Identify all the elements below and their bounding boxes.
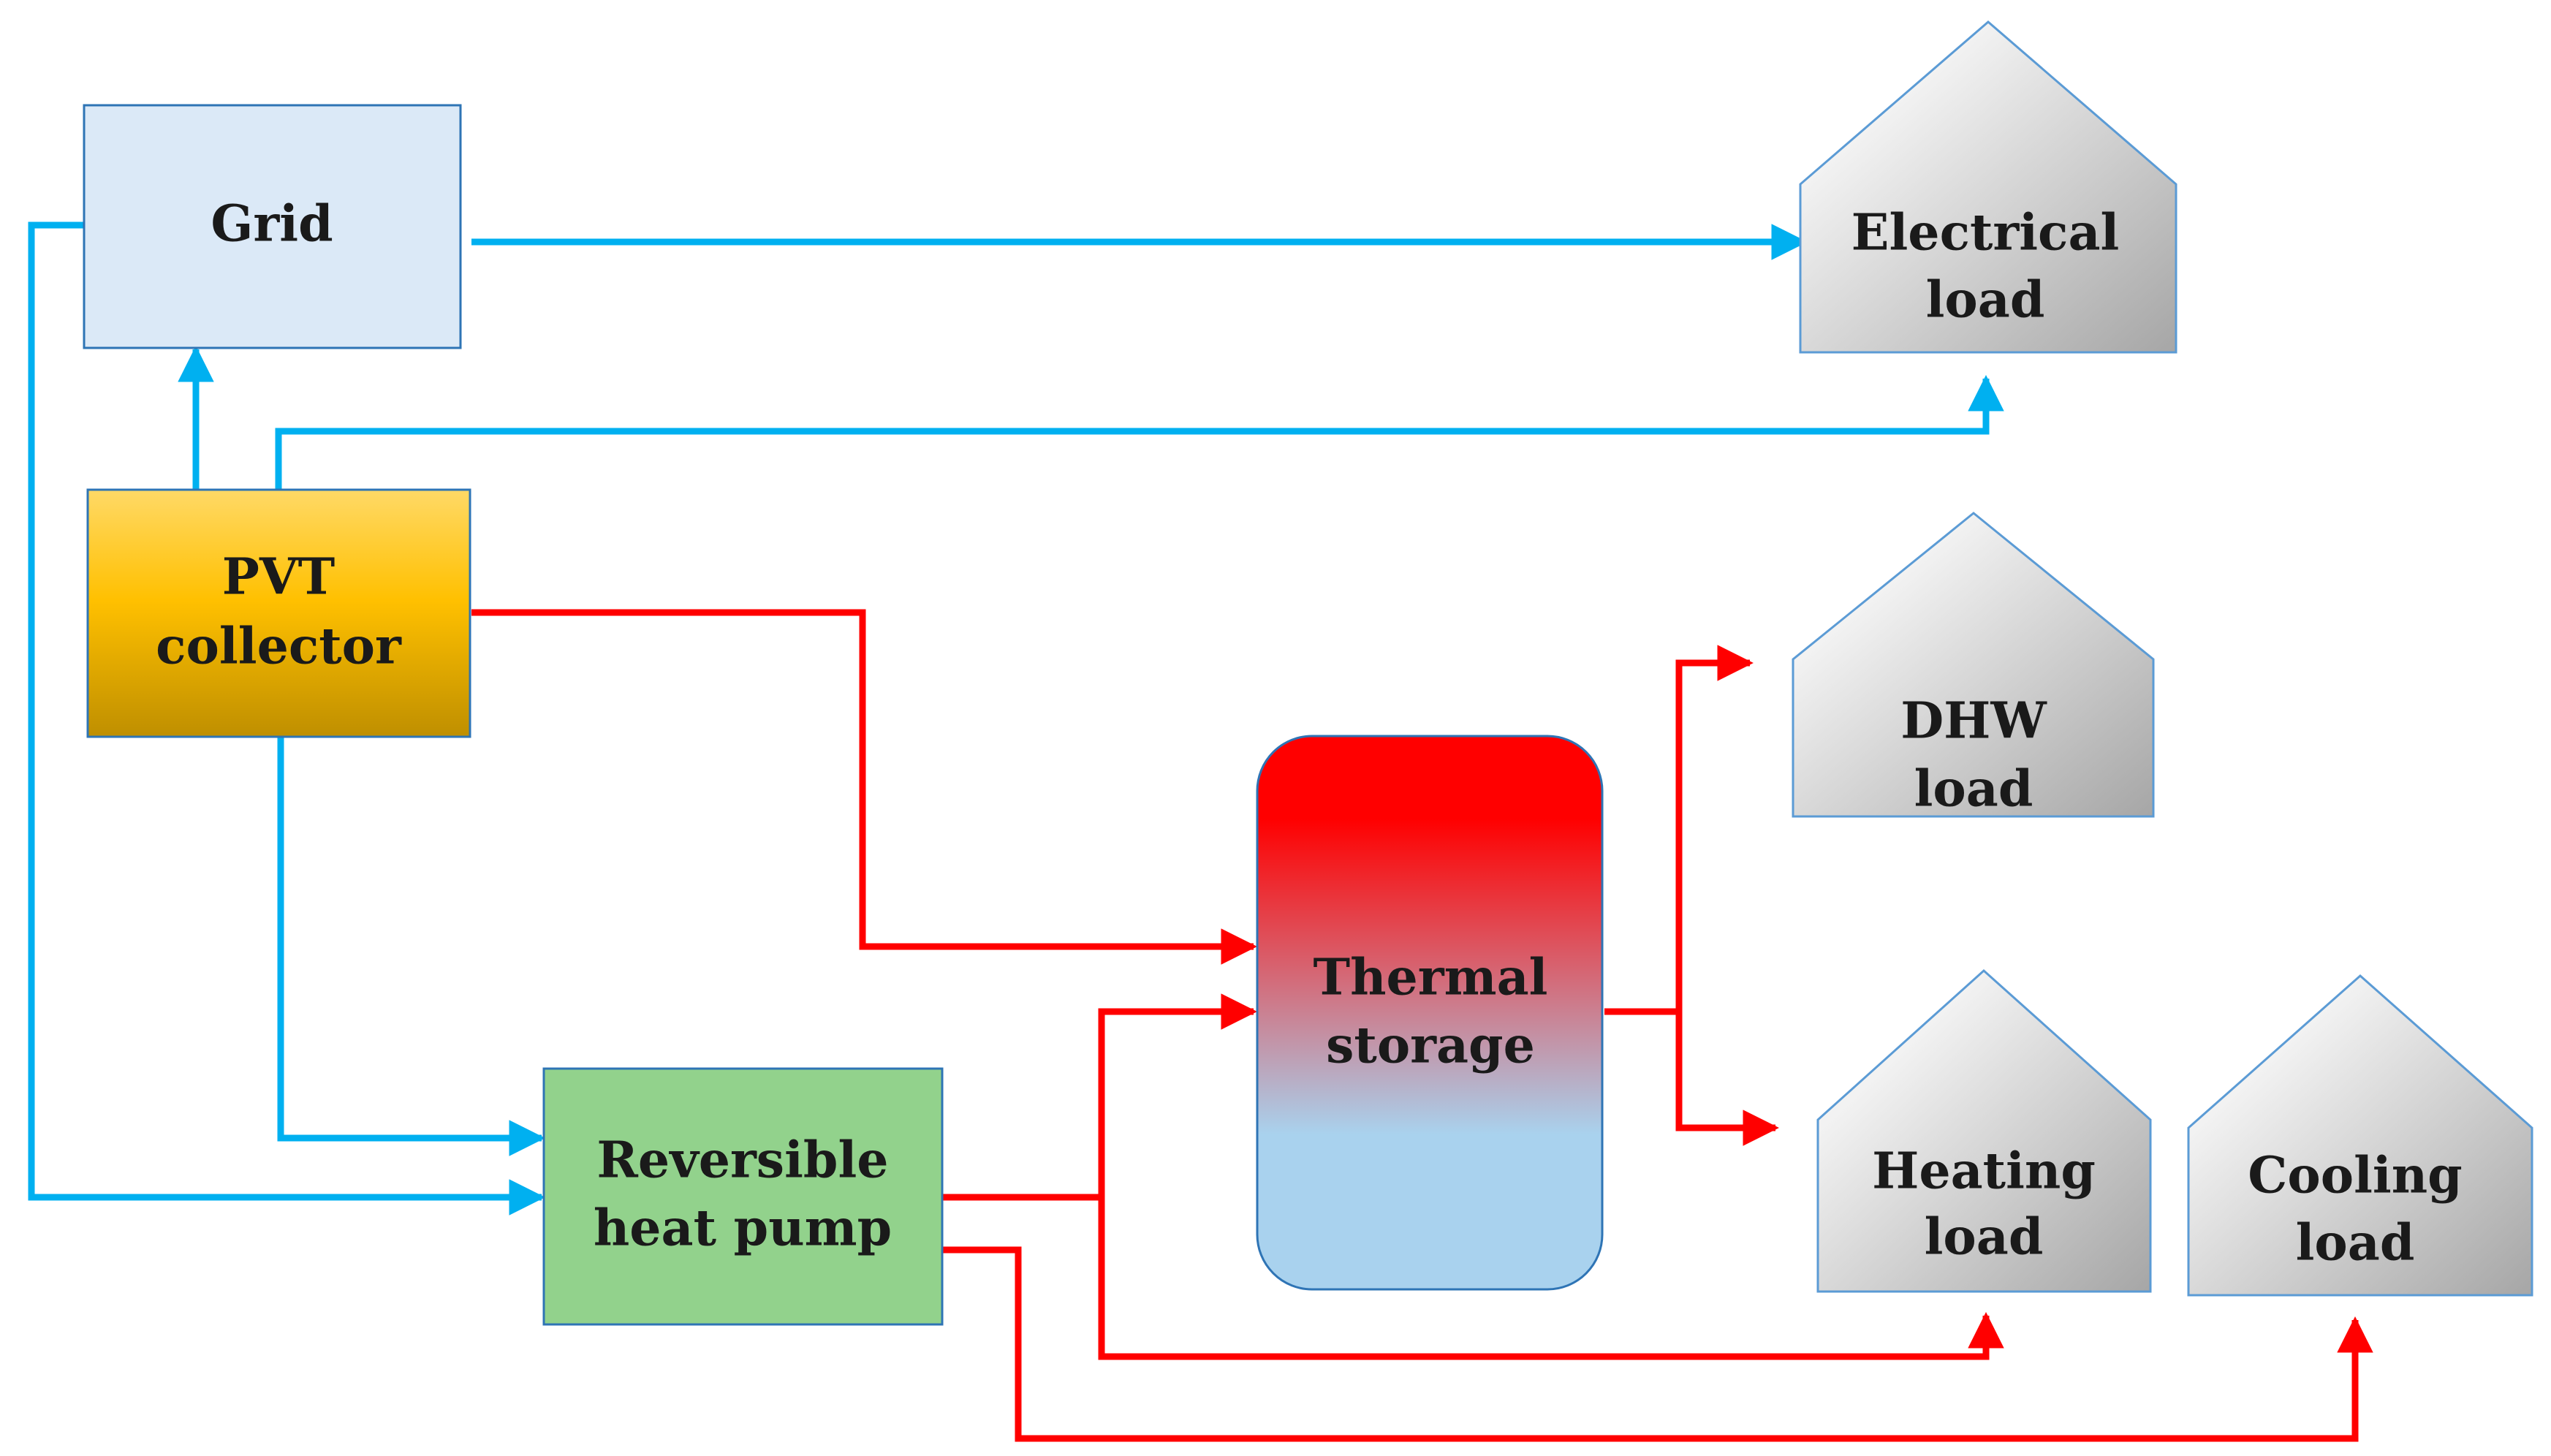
flow-heat-pump-to-storage bbox=[943, 993, 1257, 1201]
pvt-collector-box bbox=[86, 488, 471, 738]
grid-label: Grid bbox=[211, 195, 333, 254]
electric-flows bbox=[28, 221, 2004, 1216]
flow-pvt-to-storage bbox=[471, 609, 1257, 965]
thermal-storage-node: Thermal storage bbox=[1256, 735, 1604, 1291]
cooling-load-house bbox=[2187, 974, 2533, 1297]
electrical-load-label-line2: load bbox=[1926, 271, 2045, 330]
electrical-load-node: Electrical load bbox=[1799, 20, 2177, 354]
heat-pump-box bbox=[542, 1067, 944, 1326]
thermal-flows bbox=[471, 609, 2373, 1442]
heating-load-label-line2: load bbox=[1925, 1208, 2044, 1267]
pvt-collector-label-line1: PVT bbox=[222, 548, 336, 607]
flow-storage-to-heating-load bbox=[1675, 1012, 1779, 1146]
electrical-load-label-line1: Electrical bbox=[1851, 204, 2120, 262]
flow-grid-to-heat-pump bbox=[28, 221, 545, 1216]
dhw-load-label-line2: load bbox=[1914, 760, 2033, 819]
flow-heat-pump-to-heating-load bbox=[1098, 1197, 2004, 1360]
thermal-storage-tank bbox=[1256, 735, 1604, 1291]
flow-storage-to-dhw-load bbox=[1604, 645, 1754, 1015]
heat-pump-node: Reversible heat pump bbox=[542, 1067, 944, 1326]
dhw-load-node: DHW load bbox=[1792, 512, 2155, 819]
grid-box bbox=[83, 104, 462, 349]
cooling-load-label-line2: load bbox=[2296, 1214, 2415, 1273]
heating-load-label-line1: Heating bbox=[1872, 1142, 2096, 1201]
cooling-load-node: Cooling load bbox=[2187, 974, 2533, 1297]
flow-pvt-to-electrical-load bbox=[275, 375, 2004, 490]
grid-node: Grid bbox=[83, 104, 462, 349]
heating-load-node: Heating load bbox=[1816, 968, 2152, 1293]
heating-load-house bbox=[1816, 968, 2152, 1293]
dhw-load-house bbox=[1792, 512, 2155, 818]
electrical-load-house bbox=[1799, 20, 2177, 354]
pvt-collector-label-line2: collector bbox=[156, 618, 402, 676]
flow-heat-pump-to-cooling-load bbox=[943, 1246, 2373, 1442]
flow-pvt-to-heat-pump bbox=[277, 737, 545, 1156]
thermal-storage-label-line2: storage bbox=[1326, 1017, 1535, 1075]
cooling-load-label-line1: Cooling bbox=[2248, 1147, 2462, 1205]
thermal-storage-label-line1: Thermal bbox=[1314, 949, 1548, 1007]
heat-pump-label-line1: Reversible bbox=[596, 1131, 888, 1190]
dhw-load-label-line1: DHW bbox=[1900, 692, 2047, 751]
pvt-collector-node: PVT collector bbox=[86, 488, 471, 738]
heat-pump-label-line2: heat pump bbox=[594, 1199, 892, 1258]
